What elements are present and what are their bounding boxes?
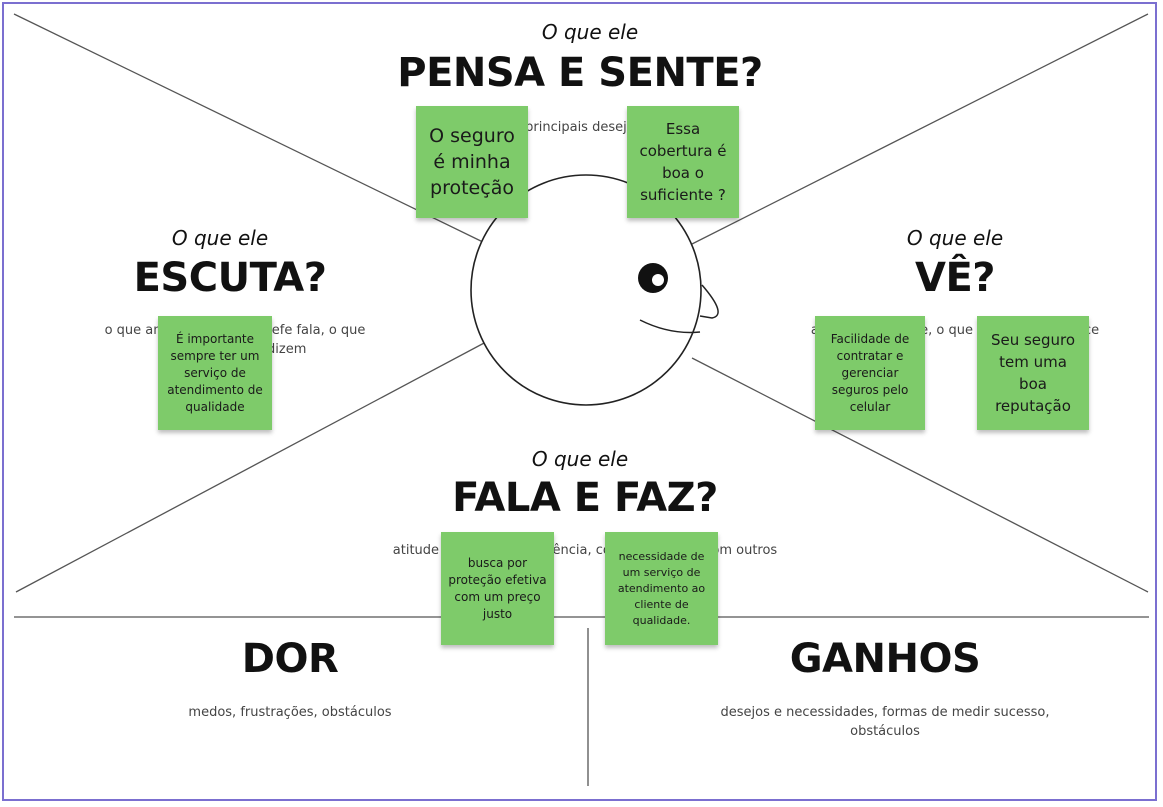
sticky-note-ve-1[interactable]: Facilidade de contratar e gerenciar segu… [815,316,925,430]
sticky-note-escuta-1[interactable]: É importante sempre ter um serviço de at… [158,316,272,430]
sticky-note-text: Facilidade de contratar e gerenciar segu… [821,331,919,416]
sticky-note-text: Essa cobertura é boa o suficiente ? [633,118,733,206]
sticky-note-pensa-1[interactable]: O seguro é minha proteção [416,106,528,218]
pensa-prefix: O que ele [480,20,700,44]
sticky-note-fala-2[interactable]: necessidade de um serviço de atendimento… [605,532,718,645]
dor-title: DOR [190,636,390,682]
sticky-note-ve-2[interactable]: Seu seguro tem uma boa reputação [977,316,1089,430]
ve-prefix: O que ele [865,226,1045,250]
escuta-title: ESCUTA? [90,255,370,301]
ganhos-description: desejos e necessidades, formas de medir … [695,703,1075,741]
ganhos-title: GANHOS [740,636,1030,682]
dor-description: medos, frustrações, obstáculos [140,703,440,722]
sticky-note-text: É importante sempre ter um serviço de at… [164,331,266,416]
ve-title: VÊ? [855,255,1055,301]
fala-title: FALA E FAZ? [380,475,790,521]
sticky-note-pensa-2[interactable]: Essa cobertura é boa o suficiente ? [627,106,739,218]
sticky-note-text: necessidade de um serviço de atendimento… [611,549,712,629]
sticky-note-text: Seu seguro tem uma boa reputação [983,329,1083,417]
sticky-note-text: O seguro é minha proteção [422,123,522,201]
pensa-title: PENSA E SENTE? [340,50,820,96]
escuta-prefix: O que ele [130,226,310,250]
sticky-note-text: busca por proteção efetiva com um preço … [447,555,548,623]
fala-prefix: O que ele [480,447,680,471]
sticky-note-fala-1[interactable]: busca por proteção efetiva com um preço … [441,532,554,645]
